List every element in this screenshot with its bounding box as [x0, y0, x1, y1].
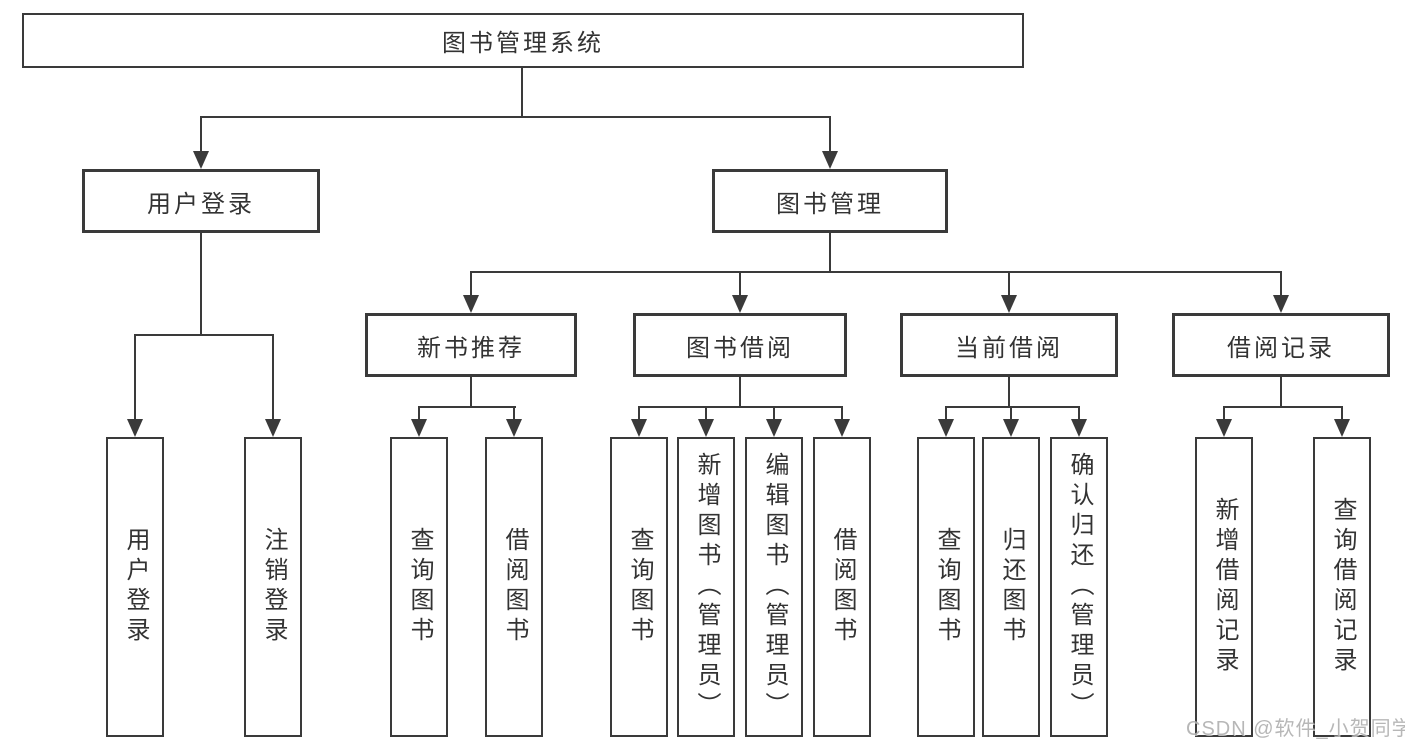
leaf-user-login: 用户登录	[106, 437, 164, 737]
connector-line	[1341, 406, 1343, 422]
connector-line	[200, 116, 831, 118]
node-label: 借阅图书	[829, 527, 856, 647]
connector-line	[829, 116, 831, 153]
leaf-query-books-borrowing: 查询图书	[610, 437, 668, 737]
connector-line	[638, 406, 843, 408]
node-label: 用户登录	[122, 527, 149, 647]
connector-line	[470, 377, 472, 408]
node-label: 查询图书	[406, 527, 433, 647]
node-label: 借阅记录	[1227, 334, 1335, 362]
leaf-confirm-return-admin: 确认归还（管理员）	[1050, 437, 1108, 737]
node-label: 新增图书（管理员）	[693, 452, 720, 722]
leaf-add-borrow-record: 新增借阅记录	[1195, 437, 1253, 737]
node-label: 新增借阅记录	[1211, 497, 1238, 677]
arrow-down-icon	[506, 419, 522, 437]
node-book-management-system: 图书管理系统	[22, 13, 1024, 68]
arrow-down-icon	[265, 419, 281, 437]
arrow-down-icon	[463, 295, 479, 313]
watermark-text: CSDN @软件_小贺同学	[1186, 718, 1405, 740]
arrow-down-icon	[822, 151, 838, 169]
connector-line	[134, 334, 274, 336]
node-label: 借阅图书	[501, 527, 528, 647]
arrow-down-icon	[127, 419, 143, 437]
node-label: 图书借阅	[686, 334, 794, 362]
connector-line	[1078, 406, 1080, 422]
node-label: 查询图书	[933, 527, 960, 647]
connector-line	[1280, 377, 1282, 408]
leaf-query-books-recommend: 查询图书	[390, 437, 448, 737]
arrow-down-icon	[193, 151, 209, 169]
arrow-down-icon	[698, 419, 714, 437]
node-label: 编辑图书（管理员）	[761, 452, 788, 722]
arrow-down-icon	[1273, 295, 1289, 313]
connector-line	[418, 406, 516, 408]
leaf-add-books-admin: 新增图书（管理员）	[677, 437, 735, 737]
node-label: 查询图书	[626, 527, 653, 647]
leaf-edit-books-admin: 编辑图书（管理员）	[745, 437, 803, 737]
connector-line	[739, 271, 741, 297]
connector-line	[521, 68, 523, 117]
connector-line	[945, 406, 1080, 408]
node-label: 当前借阅	[955, 334, 1063, 362]
arrow-down-icon	[1071, 419, 1087, 437]
connector-line	[739, 377, 741, 408]
connector-line	[513, 406, 515, 422]
connector-line	[1008, 271, 1010, 297]
arrow-down-icon	[411, 419, 427, 437]
connector-line	[1008, 377, 1010, 408]
connector-line	[272, 334, 274, 421]
node-label: 归还图书	[998, 527, 1025, 647]
node-label: 确认归还（管理员）	[1066, 452, 1093, 722]
connector-line	[705, 406, 707, 422]
node-borrowing-records: 借阅记录	[1172, 313, 1390, 377]
arrow-down-icon	[1334, 419, 1350, 437]
leaf-borrow-books: 借阅图书	[813, 437, 871, 737]
leaf-return-books: 归还图书	[982, 437, 1040, 737]
connector-line	[200, 116, 202, 153]
connector-line	[1010, 406, 1012, 422]
node-book-management: 图书管理	[712, 169, 948, 233]
node-label: 图书管理	[776, 190, 884, 218]
arrow-down-icon	[1216, 419, 1232, 437]
connector-line	[418, 406, 420, 422]
connector-line	[638, 406, 640, 422]
connector-line	[1223, 406, 1343, 408]
connector-line	[470, 271, 472, 297]
arrow-down-icon	[766, 419, 782, 437]
connector-line	[945, 406, 947, 422]
connector-line	[134, 334, 136, 421]
arrow-down-icon	[834, 419, 850, 437]
node-label: 新书推荐	[417, 334, 525, 362]
connector-line	[1280, 271, 1282, 297]
arrow-down-icon	[631, 419, 647, 437]
leaf-borrow-books-recommend: 借阅图书	[485, 437, 543, 737]
arrow-down-icon	[938, 419, 954, 437]
arrow-down-icon	[1001, 295, 1017, 313]
node-label: 用户登录	[147, 190, 255, 218]
node-new-book-recommend: 新书推荐	[365, 313, 577, 377]
node-current-borrowing: 当前借阅	[900, 313, 1118, 377]
leaf-query-borrow-record: 查询借阅记录	[1313, 437, 1371, 737]
arrow-down-icon	[1003, 419, 1019, 437]
node-user-login: 用户登录	[82, 169, 320, 233]
connector-line	[200, 233, 202, 336]
connector-line	[829, 233, 831, 273]
leaf-logout: 注销登录	[244, 437, 302, 737]
node-label: 图书管理系统	[442, 30, 604, 57]
connector-line	[470, 271, 1282, 273]
leaf-query-books-current: 查询图书	[917, 437, 975, 737]
node-book-borrowing: 图书借阅	[633, 313, 847, 377]
arrow-down-icon	[732, 295, 748, 313]
node-label: 注销登录	[260, 527, 287, 647]
node-label: 查询借阅记录	[1329, 497, 1356, 677]
connector-line	[841, 406, 843, 422]
connector-line	[773, 406, 775, 422]
connector-line	[1223, 406, 1225, 422]
